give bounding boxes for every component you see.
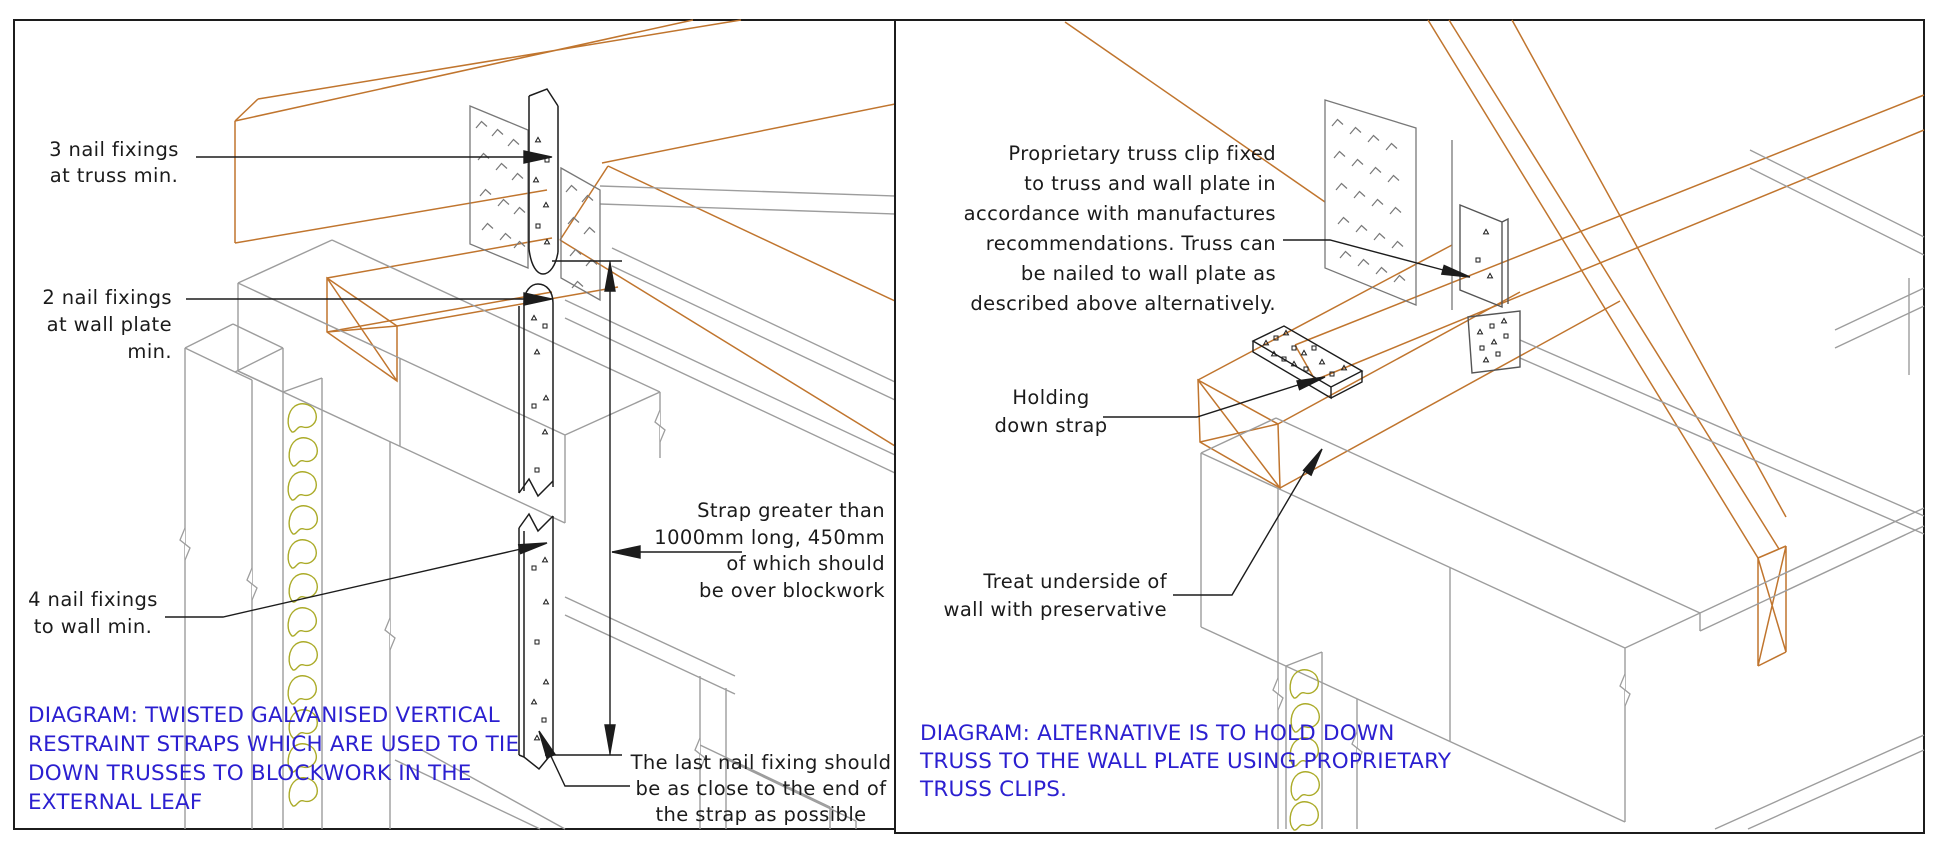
gusset-plate — [469, 105, 601, 302]
label-treat-underside: wall with preservative — [943, 598, 1167, 621]
right-panel-border — [894, 19, 1925, 834]
label-4-nail-fixings: 4 nail fixings — [28, 588, 158, 611]
label-truss-clip: be nailed to wall plate as — [1021, 262, 1276, 285]
label-truss-clip: Proprietary truss clip fixed — [1008, 142, 1276, 165]
svg-text:RESTRAINT STRAPS WHICH ARE USE: RESTRAINT STRAPS WHICH ARE USED TO TIE — [28, 732, 519, 757]
svg-text:DIAGRAM: ALTERNATIVE IS TO HO: DIAGRAM: ALTERNATIVE IS TO HOLD DOWN — [920, 721, 1395, 746]
blockwork-lines-right — [1200, 149, 1925, 830]
label-truss-clip: described above alternatively. — [970, 292, 1276, 315]
label-truss-clip: recommendations. Truss can — [986, 232, 1276, 255]
leader-lines — [165, 150, 630, 787]
label-holding-down-strap: Holding — [1012, 386, 1089, 409]
label-4-nail-fixings: to wall min. — [34, 615, 152, 638]
svg-text:TRUSS TO THE WALL PLATE USING: TRUSS TO THE WALL PLATE USING PROPRIETAR… — [919, 749, 1452, 774]
right-caption: DIAGRAM: ALTERNATIVE IS TO HOLD DOWN TRU… — [919, 721, 1452, 802]
timber-rafter-and-wall-plate — [234, 19, 896, 447]
svg-text:EXTERNAL LEAF: EXTERNAL LEAF — [28, 790, 202, 815]
label-last-nail: be as close to the end of — [635, 777, 887, 800]
label-truss-clip: to truss and wall plate in — [1024, 172, 1276, 195]
left-panel-border — [13, 19, 896, 830]
label-treat-underside: Treat underside of — [982, 570, 1167, 593]
label-2-nail-fixings: at wall plate — [47, 313, 172, 336]
label-last-nail: the strap as possible — [655, 803, 866, 826]
left-panel: 3 nail fixings at truss min. 2 nail fixi… — [13, 19, 896, 830]
label-2-nail-fixings: min. — [127, 340, 172, 363]
left-caption: DIAGRAM: TWISTED GALVANISED VERTICAL RES… — [28, 703, 519, 815]
right-labels: Proprietary truss clip fixed to truss an… — [943, 142, 1276, 621]
holding-down-strap — [1251, 325, 1364, 400]
label-truss-clip: accordance with manufactures — [964, 202, 1276, 225]
blockwork-lines — [179, 185, 896, 830]
label-strap-length: of which should — [726, 552, 885, 575]
label-3-nail-fixings: at truss min. — [50, 164, 179, 187]
label-3-nail-fixings: 3 nail fixings — [49, 138, 179, 161]
dimension-line — [545, 260, 742, 756]
truss-clip — [1459, 203, 1521, 374]
label-2-nail-fixings: 2 nail fixings — [42, 286, 172, 309]
restraint-strap — [518, 88, 559, 771]
label-strap-length: Strap greater than — [697, 499, 885, 522]
right-panel: Proprietary truss clip fixed to truss an… — [894, 19, 1925, 834]
svg-text:TRUSS CLIPS.: TRUSS CLIPS. — [919, 777, 1067, 802]
timber-truss-and-wall-plate — [1064, 19, 1925, 667]
leader-lines-right — [1103, 239, 1471, 596]
gusset-plate-right — [1324, 99, 1453, 310]
left-labels: 3 nail fixings at truss min. 2 nail fixi… — [28, 138, 891, 826]
label-last-nail: The last nail fixing should — [630, 751, 892, 774]
svg-text:DOWN TRUSSES TO BLOCKWORK IN T: DOWN TRUSSES TO BLOCKWORK IN THE — [28, 761, 472, 786]
svg-text:DIAGRAM: TWISTED GALVANISED VE: DIAGRAM: TWISTED GALVANISED VERTICAL — [28, 703, 500, 728]
label-strap-length: 1000mm long, 450mm — [654, 526, 885, 549]
label-strap-length: be over blockwork — [699, 579, 885, 602]
label-holding-down-strap: down strap — [995, 414, 1108, 437]
